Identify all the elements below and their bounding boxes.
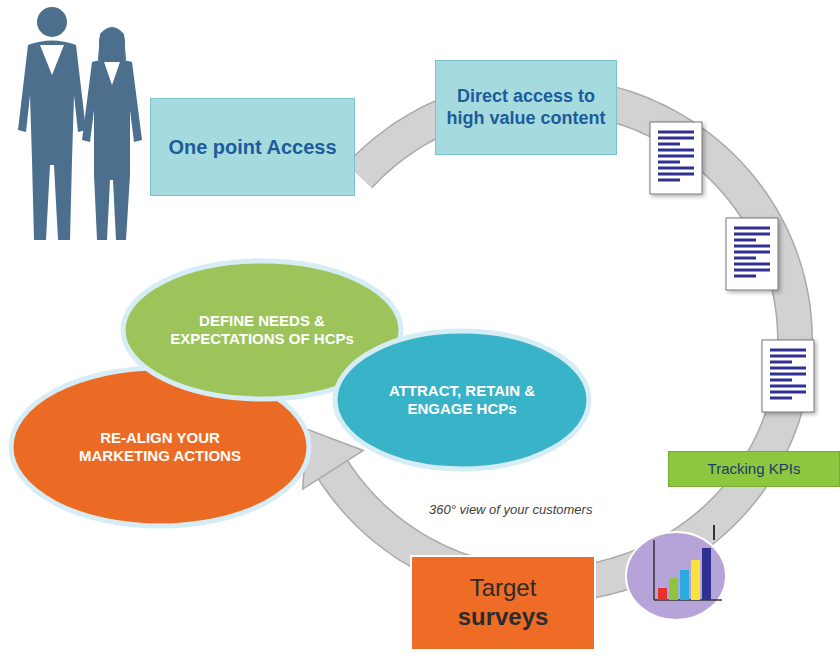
node-text: Tracking KPIs <box>708 460 801 478</box>
node-text: DEFINE NEEDS & EXPECTATIONS OF HCPs <box>163 312 361 348</box>
node-text: One point Access <box>168 135 336 159</box>
text-line <box>658 143 680 146</box>
text-line <box>734 269 770 272</box>
document-icon <box>726 218 778 290</box>
text-line <box>658 137 694 140</box>
doctor-body <box>18 41 86 241</box>
text-line <box>734 275 756 278</box>
node-content: Direct access to high value content <box>436 61 616 154</box>
text-line <box>770 373 806 376</box>
node-text: Direct access to high value content <box>444 86 608 129</box>
text-line <box>770 349 806 352</box>
text-line <box>770 379 792 382</box>
ellipse-fill <box>335 331 589 469</box>
engage-ellipse: ATTRACT, RETAIN & ENGAGE HCPs <box>332 328 592 472</box>
ring-band <box>333 95 795 585</box>
text-line <box>770 397 792 400</box>
text-line <box>734 239 756 242</box>
text-line <box>770 385 806 388</box>
text-line <box>734 257 756 260</box>
text-line <box>734 227 770 230</box>
node-content: Tracking KPIs <box>669 452 839 486</box>
text-line <box>770 355 806 358</box>
document-icons <box>650 122 814 412</box>
text-line <box>658 155 694 158</box>
text-line <box>734 245 770 248</box>
survey-box: Targetsurveys <box>410 555 596 651</box>
text-line <box>658 149 694 152</box>
text-line <box>658 167 694 170</box>
node-text: ATTRACT, RETAIN & ENGAGE HCPs <box>371 382 553 418</box>
ring-outline <box>333 95 795 585</box>
ellipse-fill <box>11 368 309 526</box>
document-icon <box>650 122 702 194</box>
doctor-head <box>37 7 67 37</box>
node-content: One point Access <box>151 99 354 195</box>
text-line <box>658 161 680 164</box>
doctor-silhouettes <box>18 7 142 240</box>
text-line <box>734 251 770 254</box>
text-line <box>658 179 680 182</box>
text-line <box>658 173 694 176</box>
doctor-collar <box>104 62 120 85</box>
doctor-collar <box>40 45 64 75</box>
node-text: RE-ALIGN YOUR MARKETING ACTIONS <box>54 429 266 465</box>
node-content: Targetsurveys <box>412 557 594 649</box>
node-content: ATTRACT, RETAIN & ENGAGE HCPs <box>332 328 592 472</box>
access-box: One point Access <box>150 98 355 196</box>
text-line <box>770 361 792 364</box>
doctor-body <box>82 59 142 241</box>
text-line <box>770 367 806 370</box>
text-line <box>734 263 770 266</box>
document-icon <box>762 340 814 412</box>
bar-chart-icon <box>626 525 726 620</box>
text-line <box>770 391 806 394</box>
content-box: Direct access to high value content <box>435 60 617 155</box>
node-text: surveys <box>458 603 549 632</box>
kpi-box: Tracking KPIs <box>668 451 840 487</box>
text-line <box>734 233 770 236</box>
text-line <box>658 131 694 134</box>
view-caption: 360° view of your customers <box>426 502 595 517</box>
node-text: Target <box>470 574 537 603</box>
doctor-hair <box>98 27 126 60</box>
